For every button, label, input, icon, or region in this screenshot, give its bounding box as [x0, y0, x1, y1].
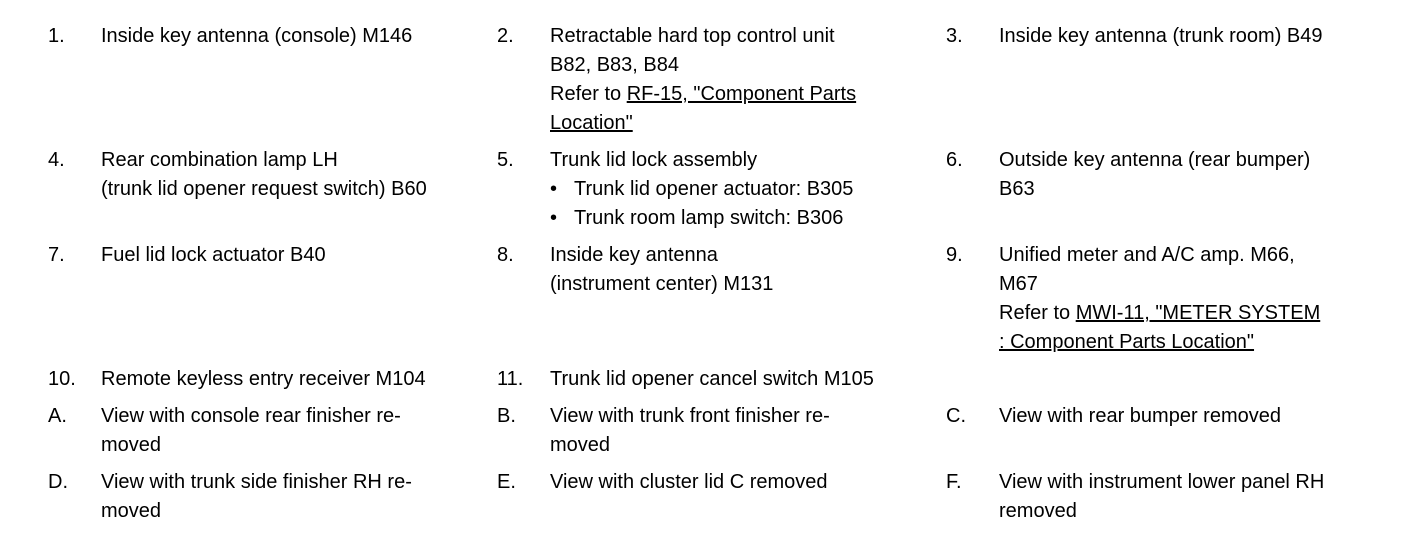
- reference-link-rf15[interactable]: RF-15, "Component Parts: [626, 83, 857, 105]
- item-number: 8.: [497, 244, 514, 266]
- legend-item-5: 5. Trunk lid lock assembly • Trunk lid op…: [497, 146, 946, 233]
- item-line: Refer to RF-15, "Component Parts: [550, 80, 946, 109]
- item-number: 7.: [48, 244, 65, 266]
- item-line: Outside key antenna (rear bumper): [999, 149, 1311, 171]
- item-text: Remote keyless entry receiver M104: [101, 365, 497, 394]
- bullet-text: Trunk lid opener actuator: B305: [574, 178, 854, 200]
- item-line: Trunk lid opener cancel switch M105: [550, 368, 874, 390]
- item-number: 3.: [946, 25, 963, 47]
- bullet-item: • Trunk room lamp switch: B306: [550, 204, 946, 233]
- legend-view-d: D. View with trunk side finisher RH re- …: [48, 468, 497, 526]
- item-line: moved: [101, 434, 162, 456]
- legend-row: A. View with console rear finisher re- m…: [48, 402, 1398, 460]
- legend-item-7: 7. Fuel lid lock actuator B40: [48, 241, 497, 270]
- item-letter: F.: [946, 471, 962, 493]
- item-line: Unified meter and A/C amp. M66,: [999, 244, 1295, 266]
- item-number: 9.: [946, 244, 963, 266]
- item-text: Inside key antenna (trunk room) B49: [999, 22, 1398, 51]
- refer-to-label: Refer to: [999, 302, 1076, 324]
- item-line: Retractable hard top control unit: [550, 25, 835, 47]
- item-text: Retractable hard top control unit B82, B…: [550, 22, 946, 138]
- item-letter: E.: [497, 471, 516, 493]
- bullet-text: Trunk room lamp switch: B306: [574, 207, 844, 229]
- item-text: Outside key antenna (rear bumper) B63: [999, 146, 1398, 204]
- item-number: 1.: [48, 25, 65, 47]
- item-letter: A.: [48, 405, 67, 427]
- legend-view-c: C. View with rear bumper removed: [946, 402, 1398, 431]
- legend-row: 10. Remote keyless entry receiver M104 1…: [48, 365, 1398, 394]
- item-line: View with rear bumper removed: [999, 405, 1281, 427]
- item-letter: B.: [497, 405, 516, 427]
- item-line: View with console rear finisher re-: [101, 405, 401, 427]
- item-line: Trunk lid lock assembly: [550, 149, 758, 171]
- legend-item-1: 1. Inside key antenna (console) M146: [48, 22, 497, 51]
- legend-item-9: 9. Unified meter and A/C amp. M66, M67 R…: [946, 241, 1398, 357]
- item-number: 5.: [497, 149, 514, 171]
- reference-link-mwi11[interactable]: MWI-11, "METER SYSTEM: [1075, 302, 1321, 324]
- item-text: View with rear bumper removed: [999, 402, 1398, 431]
- item-line: B82, B83, B84: [550, 54, 679, 76]
- item-text: Unified meter and A/C amp. M66, M67 Refe…: [999, 241, 1398, 357]
- legend-item-2: 2. Retractable hard top control unit B82…: [497, 22, 946, 138]
- item-text: View with console rear finisher re- move…: [101, 402, 497, 460]
- item-line: Inside key antenna (trunk room) B49: [999, 25, 1323, 47]
- item-line: moved: [550, 434, 611, 456]
- legend-item-6: 6. Outside key antenna (rear bumper) B63: [946, 146, 1398, 204]
- item-line: M67: [999, 273, 1038, 295]
- legend-item-10: 10. Remote keyless entry receiver M104: [48, 365, 497, 394]
- item-text: Rear combination lamp LH (trunk lid open…: [101, 146, 497, 204]
- legend-row: D. View with trunk side finisher RH re- …: [48, 468, 1398, 526]
- item-text: Trunk lid opener cancel switch M105: [550, 365, 946, 394]
- item-line: moved: [101, 500, 162, 522]
- legend-view-a: A. View with console rear finisher re- m…: [48, 402, 497, 460]
- item-line: Refer to MWI-11, "METER SYSTEM: [999, 299, 1398, 328]
- legend-item-11: 11. Trunk lid opener cancel switch M105: [497, 365, 946, 394]
- item-number: 10.: [48, 368, 76, 390]
- item-text: Inside key antenna (instrument center) M…: [550, 241, 946, 299]
- legend-row: 4. Rear combination lamp LH (trunk lid o…: [48, 146, 1398, 233]
- legend-item-4: 4. Rear combination lamp LH (trunk lid o…: [48, 146, 497, 204]
- item-number: 6.: [946, 149, 963, 171]
- item-line: View with cluster lid C removed: [550, 471, 828, 493]
- item-text: View with trunk front finisher re- moved: [550, 402, 946, 460]
- item-text: View with cluster lid C removed: [550, 468, 946, 497]
- item-text: View with trunk side finisher RH re- mov…: [101, 468, 497, 526]
- legend-view-e: E. View with cluster lid C removed: [497, 468, 946, 497]
- item-text: Inside key antenna (console) M146: [101, 22, 497, 51]
- item-text: Fuel lid lock actuator B40: [101, 241, 497, 270]
- reference-link-rf15-cont[interactable]: Location": [550, 112, 633, 134]
- item-line: View with trunk side finisher RH re-: [101, 471, 412, 493]
- bullet-icon: •: [550, 207, 558, 229]
- item-line: View with instrument lower panel RH: [999, 471, 1325, 493]
- legend-item-3: 3. Inside key antenna (trunk room) B49: [946, 22, 1398, 51]
- item-line: Inside key antenna: [550, 244, 718, 266]
- component-legend: 1. Inside key antenna (console) M146 2. …: [48, 22, 1398, 526]
- item-text: Trunk lid lock assembly • Trunk lid opene…: [550, 146, 946, 233]
- item-line: Rear combination lamp LH: [101, 149, 338, 171]
- item-line: (instrument center) M131: [550, 273, 774, 295]
- bullet-icon: •: [550, 178, 558, 200]
- reference-link-mwi11-cont[interactable]: : Component Parts Location": [999, 331, 1255, 353]
- bullet-item: • Trunk lid opener actuator: B305: [550, 175, 946, 204]
- item-line: removed: [999, 500, 1077, 522]
- item-line: View with trunk front finisher re-: [550, 405, 830, 427]
- item-number: 4.: [48, 149, 65, 171]
- legend-row: 7. Fuel lid lock actuator B40 8. Inside …: [48, 241, 1398, 357]
- legend-view-b: B. View with trunk front finisher re- mo…: [497, 402, 946, 460]
- item-text: View with instrument lower panel RH remo…: [999, 468, 1398, 526]
- item-line: B63: [999, 178, 1035, 200]
- item-line: (trunk lid opener request switch) B60: [101, 178, 427, 200]
- legend-item-8: 8. Inside key antenna (instrument center…: [497, 241, 946, 299]
- item-letter: D.: [48, 471, 68, 493]
- item-number: 2.: [497, 25, 514, 47]
- item-line: Remote keyless entry receiver M104: [101, 368, 426, 390]
- item-letter: C.: [946, 405, 966, 427]
- item-number: 11.: [497, 368, 524, 390]
- legend-view-f: F. View with instrument lower panel RH r…: [946, 468, 1398, 526]
- item-line: Fuel lid lock actuator B40: [101, 244, 326, 266]
- refer-to-label: Refer to: [550, 83, 627, 105]
- legend-row: 1. Inside key antenna (console) M146 2. …: [48, 22, 1398, 138]
- item-line: Inside key antenna (console) M146: [101, 25, 413, 47]
